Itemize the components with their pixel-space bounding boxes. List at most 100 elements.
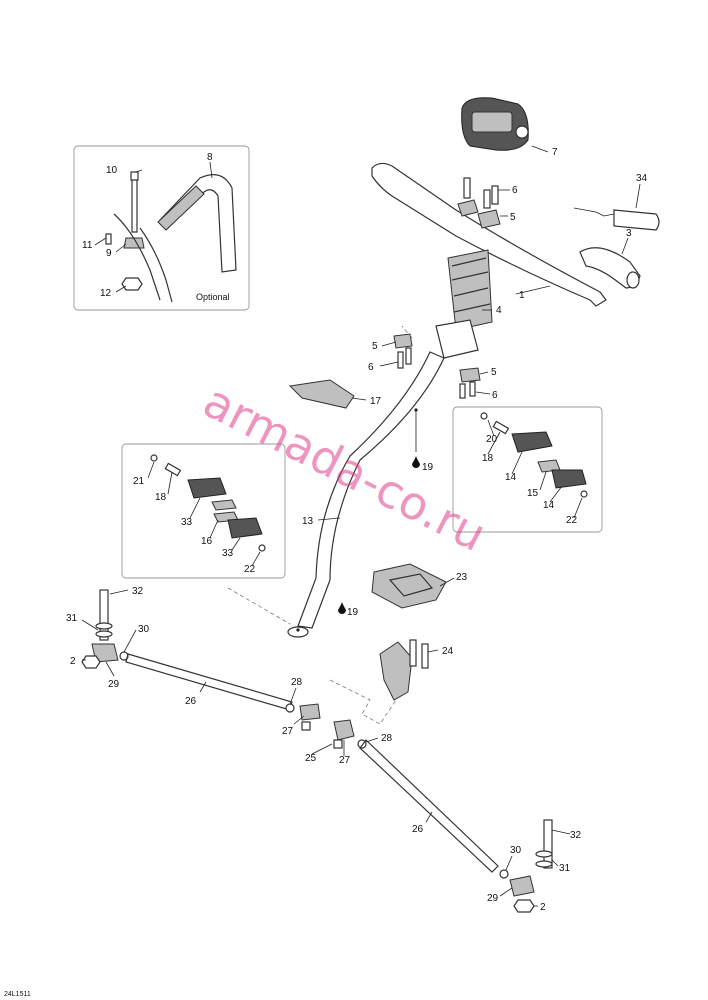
- leader-14-lower: [549, 485, 563, 503]
- callout-27-right: 27: [339, 755, 351, 766]
- plate-23-inner: [388, 573, 434, 597]
- leader-30-right: [505, 855, 513, 871]
- callout-14-upper: 14: [505, 472, 517, 483]
- optional-label: Optional: [196, 292, 230, 302]
- callout-6-mid-right: 6: [492, 390, 498, 401]
- rod-end-27-left: [299, 703, 321, 721]
- pin-11: [105, 233, 112, 245]
- nut-22-left: [258, 544, 266, 552]
- throttle-housing-knob-7: [515, 125, 529, 139]
- screw-20: [480, 412, 488, 420]
- callout-29-right: 29: [487, 893, 499, 904]
- callout-33-lower: 33: [222, 548, 234, 559]
- leader-6-mid-left: [379, 361, 399, 367]
- callout-5-upper: 5: [510, 212, 516, 223]
- callout-6-upper: 6: [512, 185, 518, 196]
- right-bushing-inset: [452, 406, 603, 533]
- callout-33-upper: 33: [181, 517, 193, 528]
- callout-29-left: 29: [108, 679, 120, 690]
- callout-34: 34: [636, 173, 648, 184]
- leader-29-right: [499, 887, 513, 897]
- leader-15: [539, 471, 547, 491]
- leader-10: [135, 169, 143, 173]
- leader-34: [635, 183, 641, 209]
- callout-labels: 10 8 11 9 12 Optional 7 34 3 6 5 1 4 5 6…: [66, 147, 648, 913]
- leader-13: [317, 517, 341, 521]
- rod-end-27-right: [333, 719, 355, 741]
- leader-6-mid-right: [475, 391, 491, 395]
- callout-3: 3: [626, 228, 632, 239]
- callout-1: 1: [519, 290, 525, 301]
- callout-2-left: 2: [70, 656, 76, 667]
- callout-22-left: 22: [244, 564, 256, 575]
- callout-5-mid-right: 5: [491, 367, 497, 378]
- bushing-18-right: [492, 420, 510, 435]
- leader-20: [487, 419, 495, 437]
- leader-31-left: [81, 619, 99, 631]
- riser-pad-8: [157, 185, 205, 231]
- leader-17: [351, 397, 367, 401]
- callout-31-right: 31: [559, 863, 571, 874]
- callout-15: 15: [527, 488, 539, 499]
- optional-bar-tube-edge: [139, 227, 173, 303]
- leader-7: [531, 145, 549, 153]
- optional-bar-tube: [113, 213, 161, 301]
- callout-28-left: 28: [291, 677, 303, 688]
- grease-point-lower: [296, 628, 300, 632]
- steering-column-13: [297, 351, 445, 629]
- bolt-6-mid-right-a: [459, 383, 466, 399]
- callout-31-left: 31: [66, 613, 78, 624]
- callout-10: 10: [106, 165, 118, 176]
- bolt-10: [130, 171, 139, 233]
- clamp-half-14-lower: [551, 469, 587, 489]
- leader-23: [439, 577, 455, 587]
- callout-32-right: 32: [570, 830, 582, 841]
- leader-25: [311, 743, 333, 755]
- washer-31-left-b: [95, 630, 113, 638]
- right-bushing-inset-frame: [452, 406, 603, 533]
- callout-6-mid-left: 6: [368, 362, 374, 373]
- leader-1: [515, 285, 551, 295]
- drawing-code: 24L1511: [4, 991, 31, 998]
- bolt-6-upper-b: [483, 189, 491, 209]
- callout-20: 20: [486, 434, 498, 445]
- tie-rod-26-left: [125, 653, 293, 711]
- washer-31-left-a: [95, 622, 113, 630]
- callout-32-left: 32: [132, 586, 144, 597]
- leader-3: [621, 237, 629, 255]
- cover-17: [288, 379, 355, 409]
- grease-drop-icon-lower: [338, 602, 346, 614]
- callout-25: 25: [305, 753, 317, 764]
- heated-grip-34: [613, 209, 660, 231]
- bolt-6-upper-c: [491, 185, 499, 205]
- clamp-5-upper-a: [457, 199, 479, 217]
- callout-11: 11: [82, 240, 93, 251]
- callout-18-right: 18: [482, 453, 494, 464]
- leader-5-mid-right: [479, 371, 489, 375]
- callout-8: 8: [207, 152, 213, 163]
- leader-28-left: [289, 687, 297, 705]
- left-bushing-inset-frame: [121, 443, 286, 579]
- nut-12: [121, 277, 143, 291]
- nut-28-left: [285, 703, 295, 713]
- bolt-24-a: [409, 639, 417, 667]
- leader-18-left: [167, 471, 173, 495]
- leader-12: [115, 285, 127, 293]
- callout-4: 4: [496, 305, 502, 316]
- washer-31-right-a: [535, 850, 553, 858]
- callout-26-right: 26: [412, 824, 424, 835]
- callout-23: 23: [456, 572, 468, 583]
- heated-grip-wire-34: [573, 207, 615, 217]
- callout-2-right: 2: [540, 902, 546, 913]
- column-bracket: [435, 319, 479, 359]
- bolt-6-mid-right-b: [469, 381, 476, 397]
- leader-31-right: [551, 859, 559, 867]
- callout-30-right: 30: [510, 845, 522, 856]
- optional-inset: [73, 145, 250, 311]
- leader-29-left: [105, 661, 115, 677]
- nut-2-right: [513, 899, 535, 913]
- nut-2-left: [81, 655, 101, 669]
- handlebar-pad-ribs-4: [451, 257, 491, 313]
- bushing-16-a: [211, 499, 237, 511]
